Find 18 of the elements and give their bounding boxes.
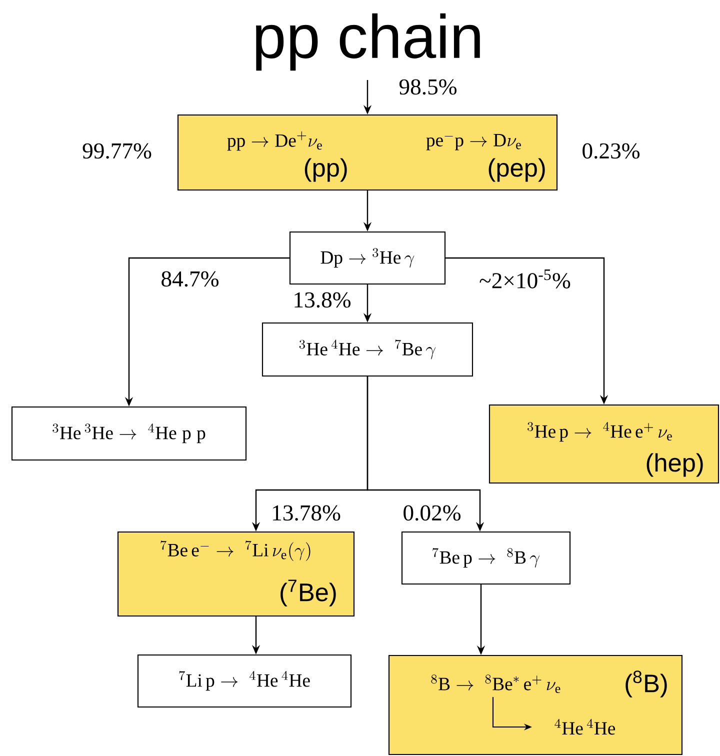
edge-label: 84.7% <box>162 271 218 287</box>
reaction-box: ${}^{3}\mathrm{He}\,{}^{4}\mathrm{He}\rightarrow\;{}^{7}\mathrm{Be}\,\gamma$ <box>262 322 474 377</box>
edge-label: 0.02% <box>404 505 460 521</box>
branch-percentage: 0.23% <box>582 143 640 159</box>
edge-label: 13.8% <box>294 292 350 308</box>
reaction-box: ${}^{3}\mathrm{He}\,\mathrm{p}\rightarrow\;{}^{4}\mathrm{He}\,\mathrm{e}^{+}\,\nu_{\mathrm{e}}$ (hep) <box>488 404 720 484</box>
reaction-box: ${}^{7}\mathrm{Be}\,\mathrm{p}\rightarrow\;{}^{8}\mathrm{B}\,\gamma$ <box>401 531 571 585</box>
edge-label: ~2×10$^{-5}$% <box>480 270 570 288</box>
reaction-box: ${}^{7}\mathrm{Li}\,\mathrm{p}\rightarrow\;{}^{4}\mathrm{He}\,{}^{4}\mathrm{He}$ <box>137 654 352 708</box>
branch-percentage: 99.77% <box>82 143 152 159</box>
edge-label: 13.78% <box>273 505 340 521</box>
title: pp chain <box>256 13 480 71</box>
reaction-box: $\mathrm{Dp}\rightarrow{}^{3}\mathrm{He}\,\gamma$ <box>289 231 446 285</box>
reaction-box: $\mathrm{pp}\rightarrow\mathrm{De}^{+}\nu_{\mathrm{e}}$ (pp) $\mathrm{pe}^{-}\mathrm{p}\rightarrow\mathrm{D}\nu_{\mathrm{e}}$ (pep) <box>177 114 558 191</box>
edge-label: 98.5% <box>399 79 456 95</box>
reaction-box: ${}^{3}\mathrm{He}\,{}^{3}\mathrm{He}\rightarrow\;{}^{4}\mathrm{He}\;\mathrm{p}\;\mathrm{p}$ <box>11 406 247 461</box>
reaction-box: ${}^{7}\mathrm{Be}\,\mathrm{e}^{-}\rightarrow\;{}^{7}\mathrm{Li}\,\nu_{\mathrm{e}}(\gamma)$ ($^{7}$Be) <box>117 531 355 617</box>
reaction-box: ${}^{8}\mathrm{B}\rightarrow\;{}^{8}\mathrm{Be}^{*}\,\mathrm{e}^{+}\,\nu_{\mathrm{e}}$ ($^{8}$B) ${}^{4}\mathrm{He}\,{}^{4}\mathrm{He}$ <box>388 654 683 756</box>
